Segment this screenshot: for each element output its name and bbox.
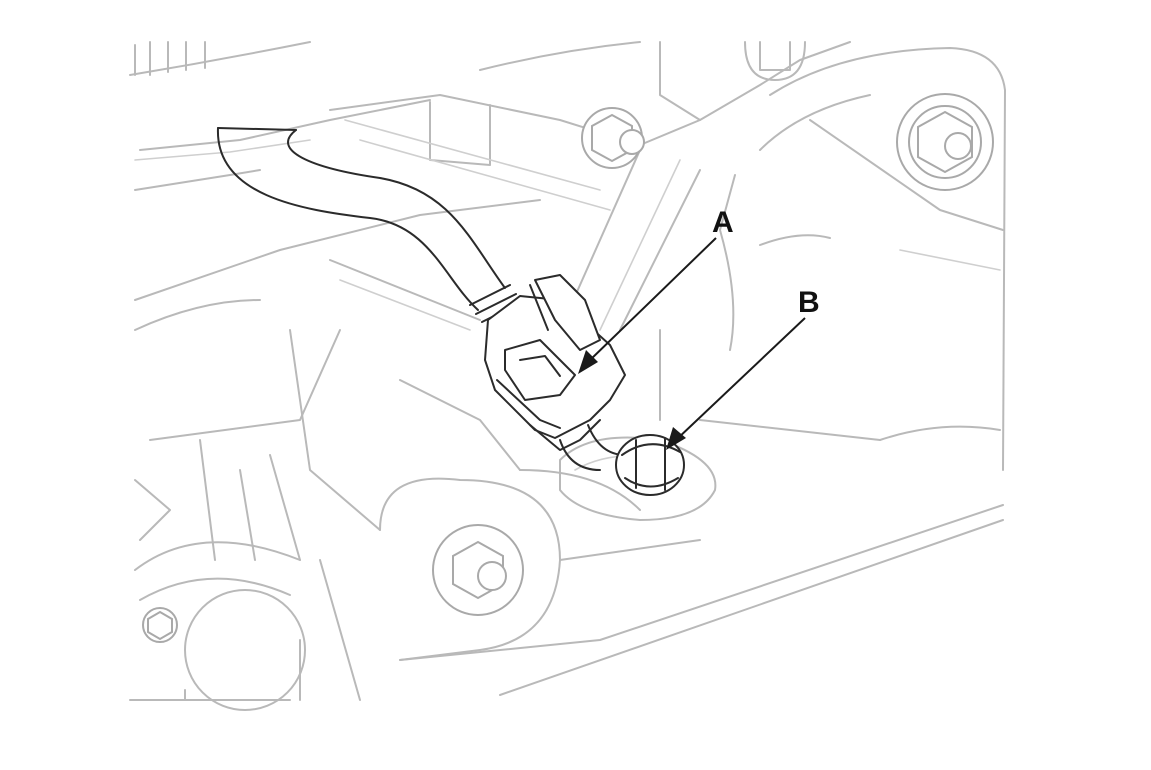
callout-a-arrowhead <box>578 350 598 374</box>
engine-block-background <box>129 41 1006 711</box>
callout-a-leader <box>587 237 717 363</box>
callout-b-arrowhead <box>666 427 686 450</box>
connector-a <box>484 274 626 471</box>
bolt-lower-center <box>432 524 524 616</box>
bolt-top-right <box>896 93 994 191</box>
bolt-top-center <box>581 107 645 169</box>
wiring-harness <box>216 127 527 332</box>
bolt-lower-left <box>142 607 178 643</box>
callout-a: A <box>578 206 734 374</box>
callout-b: B <box>666 286 820 450</box>
bolt-b <box>615 434 685 496</box>
callout-a-label: A <box>712 206 734 239</box>
callout-b-label: B <box>798 286 820 319</box>
callout-b-leader <box>675 317 806 441</box>
bolt-top-edge <box>744 41 806 81</box>
